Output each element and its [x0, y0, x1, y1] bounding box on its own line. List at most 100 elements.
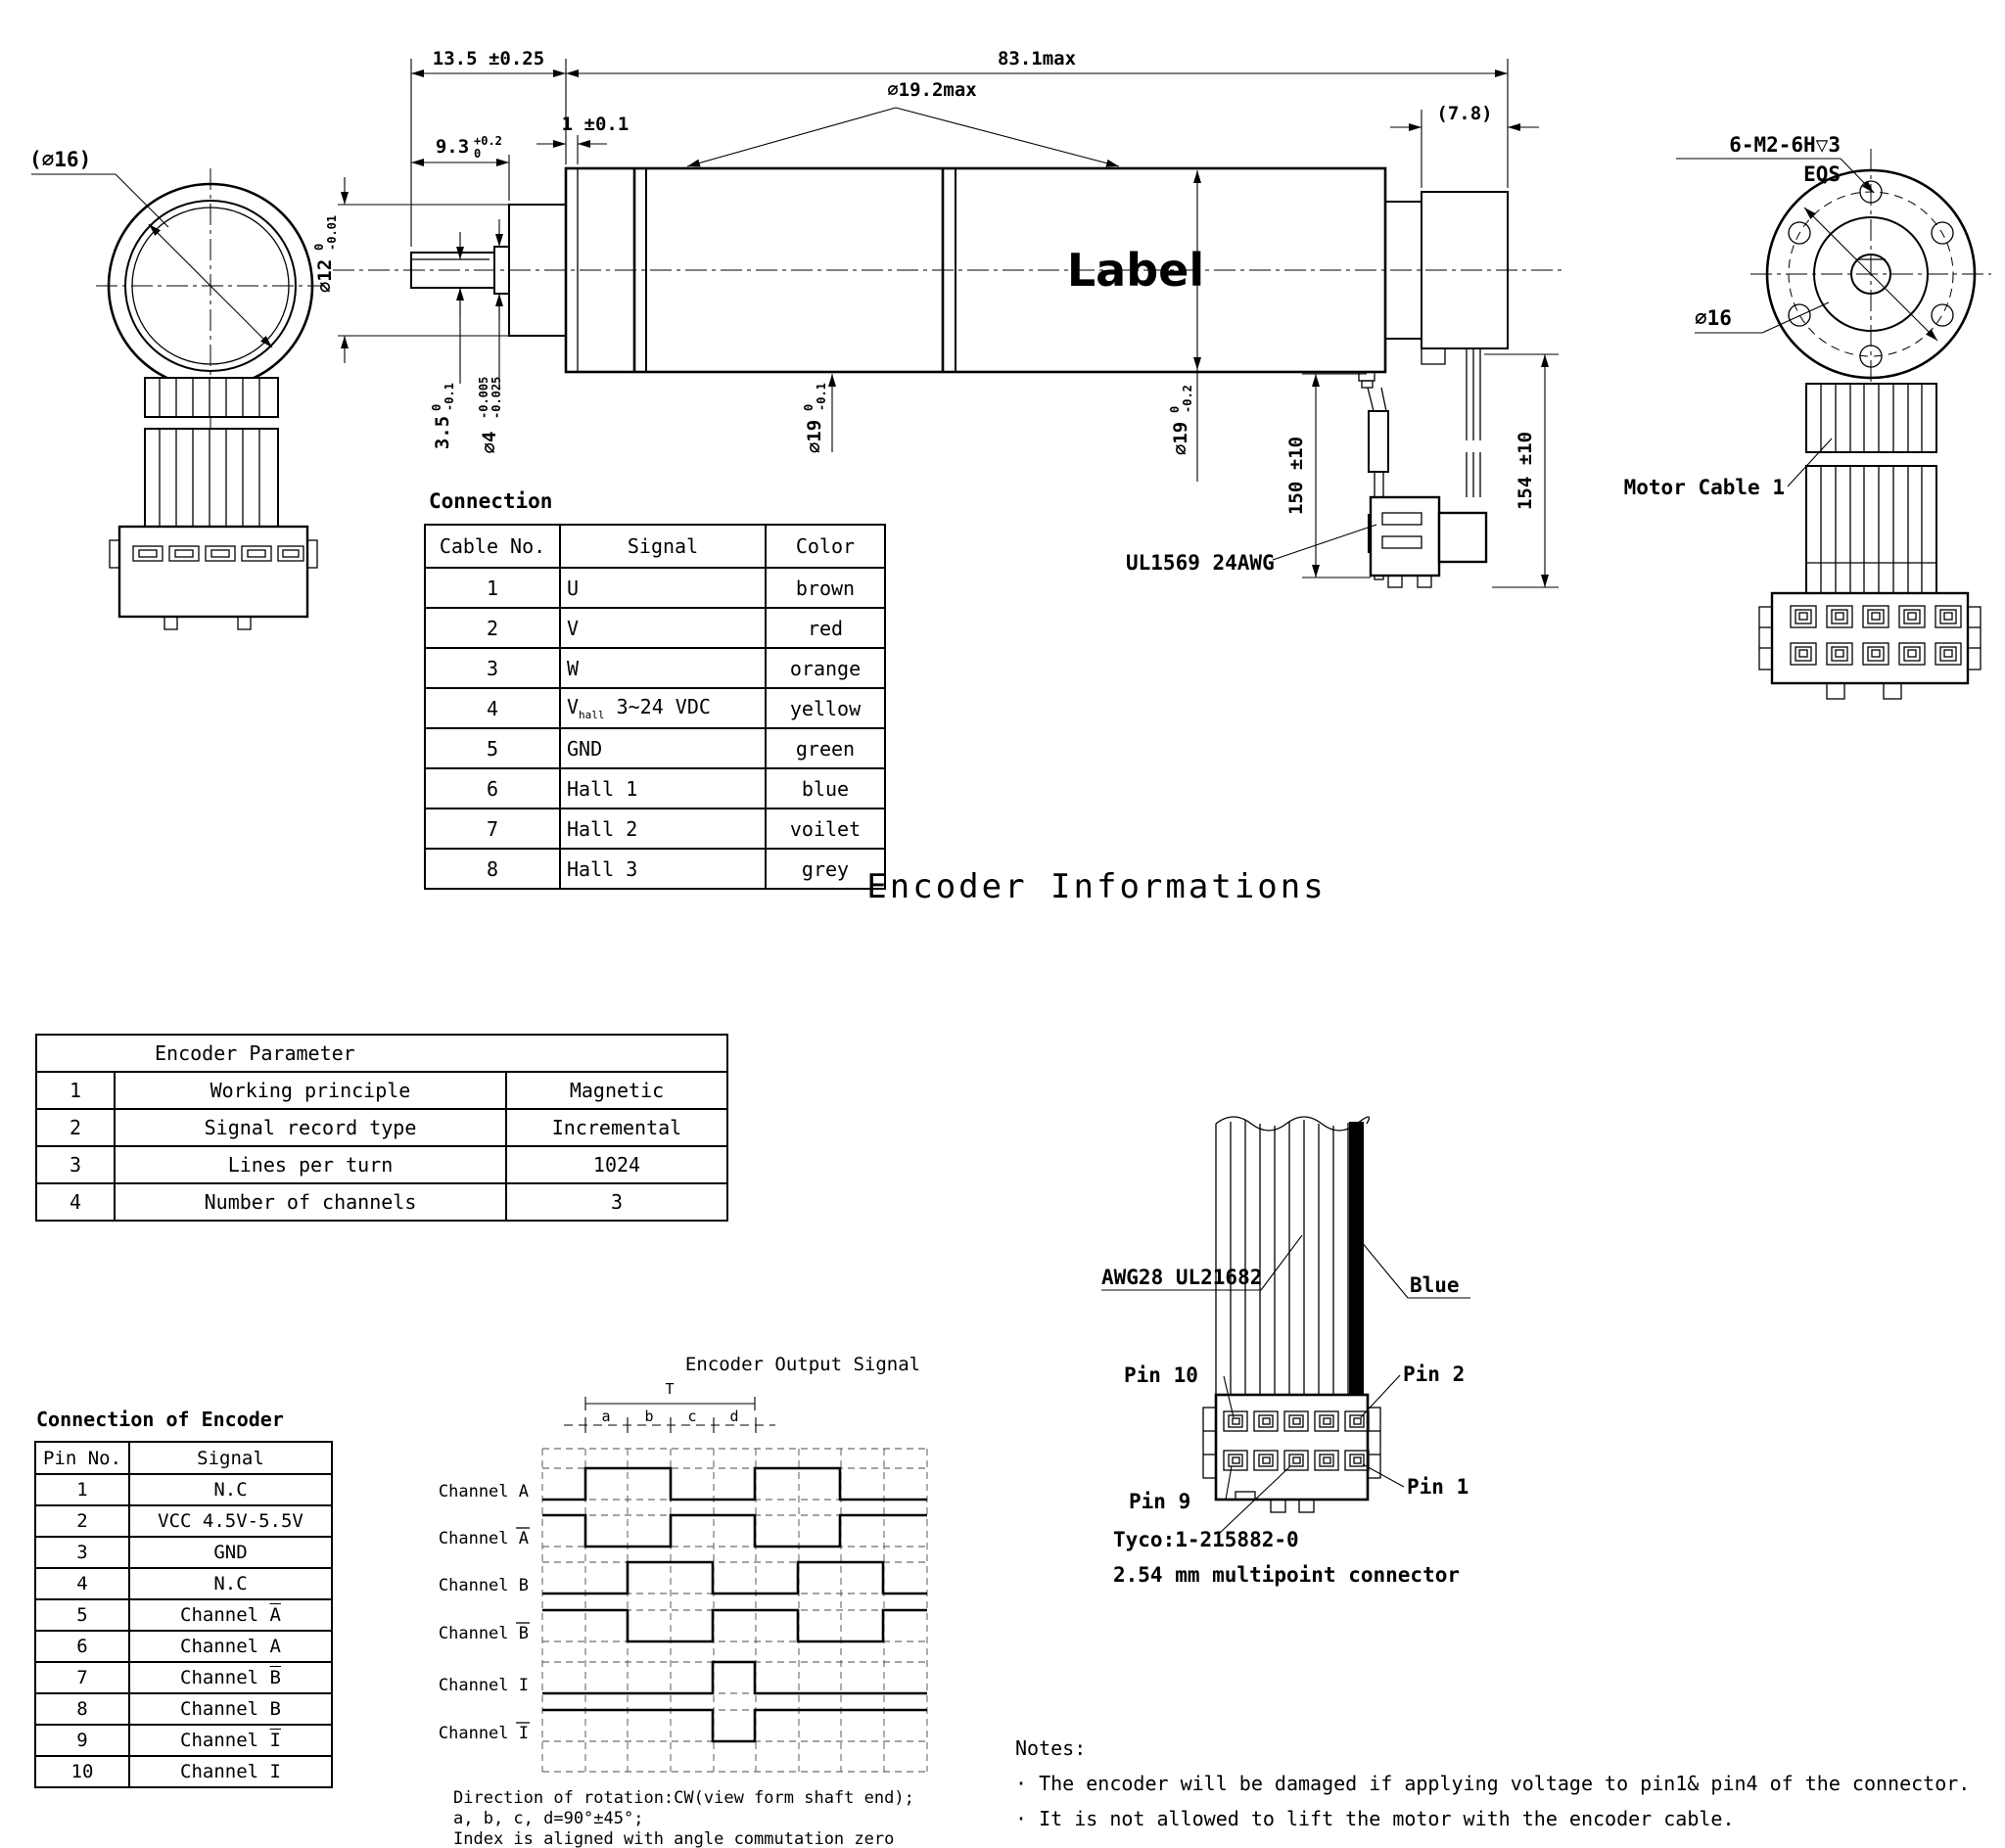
page-title: Encoder Informations: [866, 867, 1327, 906]
front-connector: [109, 525, 318, 630]
svg-text:-0.025: -0.025: [490, 377, 503, 419]
svg-text:0: 0: [312, 244, 326, 251]
note-item: · The encoder will be damaged if applyin…: [1015, 1772, 1971, 1795]
waveform-title: Encoder Output Signal: [685, 1354, 920, 1375]
svg-text:0: 0: [474, 147, 481, 161]
notes-block: Notes: · The encoder will be damaged if …: [1015, 1731, 1970, 1836]
dim-83-1: 83.1max: [998, 48, 1076, 69]
front-diameter-label: (⌀16): [29, 148, 91, 171]
channel-a-label: Channel A: [439, 1482, 529, 1502]
encoder-connector-pins: [1223, 1410, 1370, 1471]
pin9-label: Pin 9: [1129, 1490, 1190, 1513]
svg-text:-0.1: -0.1: [815, 383, 828, 411]
pin1-label: Pin 1: [1407, 1475, 1469, 1499]
svg-text:0: 0: [430, 404, 443, 411]
column-header: Cable No.: [424, 524, 561, 569]
motor-cable-1-label: Motor Cable 1: [1624, 476, 1785, 499]
channel-i-label: Channel I: [439, 1676, 529, 1695]
channel-i-bar-label: Channel I: [439, 1724, 529, 1743]
pin2-label: Pin 2: [1403, 1363, 1465, 1386]
eqs-label: EQS: [1803, 162, 1841, 186]
dim-150: 150 ±10: [1285, 437, 1307, 515]
svg-text:150 ±10: 150 ±10: [1285, 437, 1307, 515]
front-ribbon-wires-2: [159, 429, 260, 527]
dim-d12: ⌀12 0 -0.01: [312, 215, 339, 293]
svg-text:3.5: 3.5: [432, 416, 453, 449]
flange-ribbon-2: [1806, 466, 1936, 593]
svg-text:⌀19: ⌀19: [1170, 422, 1191, 455]
column-header: Signal: [128, 1441, 333, 1475]
awg28-label: AWG28 UL21682: [1101, 1266, 1262, 1289]
svg-text:154 ±10: 154 ±10: [1515, 432, 1536, 510]
svg-text:-0.2: -0.2: [1181, 385, 1194, 413]
division-b: b: [644, 1408, 653, 1425]
svg-text:-0.1: -0.1: [443, 383, 456, 411]
channel-a-bar-label: Channel A: [439, 1529, 529, 1548]
blue-wire: [1349, 1122, 1364, 1395]
ul1569-label: UL1569 24AWG: [1126, 551, 1275, 575]
svg-text:-0.01: -0.01: [325, 215, 339, 251]
column-header: Color: [765, 524, 886, 569]
side-view: Label 13.5 ±0.25 83.1max 9.3 +0.2 0 1 ±0…: [312, 48, 1566, 588]
motor-cable-connector: [1758, 591, 1982, 700]
front-view: (⌀16): [29, 148, 325, 630]
thread-callout: 6-M2-6H▽3: [1729, 133, 1841, 157]
dim-d19-rear: ⌀19 0 -0.2: [1168, 385, 1194, 455]
svg-text:9.3: 9.3: [436, 136, 469, 158]
svg-text:-0.005: -0.005: [477, 377, 490, 419]
svg-text:0: 0: [1168, 406, 1182, 413]
tyco-label: Tyco:1-215882-0: [1113, 1528, 1299, 1551]
flange-view: 6-M2-6H▽3 EQS ⌀16: [1624, 133, 1991, 700]
connection-table-title: Connection: [429, 489, 553, 513]
dim-d4: ⌀4 -0.005 -0.025: [477, 377, 503, 454]
motor-label-text: Label: [1067, 244, 1204, 297]
dim-7-8: (7.8): [1436, 103, 1492, 124]
division-d: d: [729, 1408, 738, 1425]
period-label: T: [665, 1380, 674, 1398]
trace-channel-a-bar: [542, 1513, 927, 1548]
motor-cable-side: [1358, 371, 1389, 580]
pitch-label: 2.54 mm multipoint connector: [1113, 1563, 1460, 1587]
notes-title: Notes:: [1015, 1736, 1087, 1760]
dim-3-5: 3.5 0 -0.1: [430, 383, 456, 449]
table-title-row: Encoder Parameter: [35, 1034, 728, 1073]
rotation-note-1: Direction of rotation:CW(view form shaft…: [453, 1788, 914, 1808]
dim-19-2max: ⌀19.2max: [887, 79, 977, 101]
flange-ribbon-1: [1820, 384, 1923, 452]
flange-d16-label: ⌀16: [1695, 306, 1732, 330]
svg-text:0: 0: [802, 404, 816, 411]
channel-b-label: Channel B: [439, 1576, 529, 1595]
channel-b-bar-label: Channel B: [439, 1624, 529, 1643]
trace-channel-a: [542, 1466, 927, 1502]
trace-channel-i-bar: [542, 1708, 927, 1743]
table-header-row: Cable No. Signal Color: [424, 524, 886, 569]
encoder-connector-detail: AWG28 UL21682 Blue Pin 10 Pin 2 Pin 9 Pi…: [1101, 1116, 1470, 1587]
dim-1: 1 ±0.1: [562, 114, 629, 135]
table-title: Encoder Parameter: [35, 1034, 728, 1073]
note-item: · It is not allowed to lift the motor wi…: [1015, 1807, 1735, 1830]
svg-text:⌀19: ⌀19: [804, 420, 825, 453]
rotation-note-2: a, b, c, d=90°±45°;: [453, 1809, 643, 1828]
pin10-label: Pin 10: [1124, 1363, 1198, 1387]
